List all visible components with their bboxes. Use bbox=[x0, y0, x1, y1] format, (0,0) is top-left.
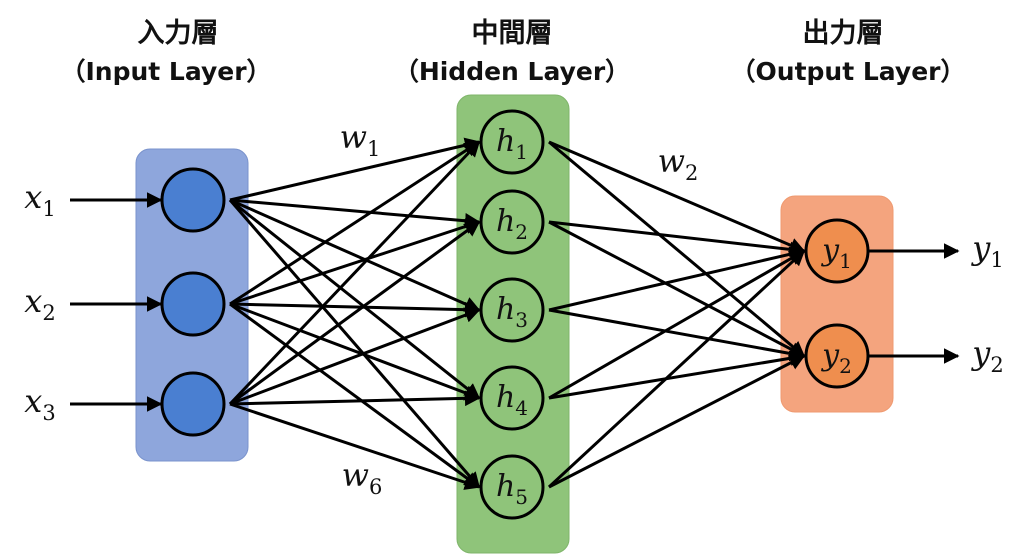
hidden-node-4 bbox=[479, 365, 545, 431]
edge-hidden1-to-output2 bbox=[548, 140, 806, 358]
edge-input3-to-hidden3 bbox=[229, 307, 481, 406]
edge-input3-to-hidden2 bbox=[229, 220, 481, 406]
edge-input2-to-hidden1 bbox=[229, 140, 481, 306]
input-label-3: x3 bbox=[24, 382, 55, 425]
hidden-node-1-label: h1 bbox=[496, 124, 528, 164]
hidden-node-1 bbox=[479, 109, 545, 175]
hidden-node-4-label: h4 bbox=[496, 380, 528, 420]
edge-input2-to-hidden4 bbox=[229, 302, 481, 401]
connections bbox=[228, 137, 806, 490]
edge-hidden3-to-output2 bbox=[548, 308, 806, 362]
hidden-node-2 bbox=[479, 189, 545, 255]
input-label-1: x1 bbox=[24, 178, 55, 221]
output-label-1: y1 bbox=[970, 229, 1003, 272]
hidden-node-2-label: h2 bbox=[496, 204, 528, 244]
hidden-layer-title-en: （Hidden Layer） bbox=[394, 57, 630, 86]
output-label-2: y2 bbox=[970, 334, 1003, 377]
edge-input1-to-hidden1 bbox=[229, 137, 481, 202]
hidden-node-5-label: h5 bbox=[496, 469, 528, 509]
input-node-2 bbox=[160, 271, 226, 337]
hidden-node-3 bbox=[479, 277, 545, 343]
output-node-1-label: y1 bbox=[820, 233, 852, 273]
edge-input1-to-hidden5 bbox=[228, 199, 481, 489]
edge-hidden1-to-output1 bbox=[548, 140, 806, 253]
output-node-2-label: y2 bbox=[820, 338, 852, 378]
io-labels: x1 x2 x3 y1 y2 bbox=[24, 178, 1003, 425]
edge-input1-to-hidden2 bbox=[229, 198, 481, 229]
edge-input3-to-hidden1 bbox=[228, 140, 481, 406]
weight-labels: w1 w6 w2 bbox=[340, 118, 699, 499]
output-layer-title-jp: 出力層 bbox=[803, 18, 884, 49]
edge-input2-to-hidden5 bbox=[229, 302, 481, 489]
edge-input3-to-hidden5 bbox=[229, 402, 481, 490]
hidden-layer-title: 中間層 （Hidden Layer） bbox=[394, 18, 630, 86]
input-layer-title-en: （Input Layer） bbox=[60, 57, 271, 86]
output-layer-title-en: （Output Layer） bbox=[731, 57, 966, 86]
edge-input3-to-hidden4 bbox=[229, 390, 481, 407]
edge-input2-to-hidden3 bbox=[229, 301, 481, 318]
edge-input1-to-hidden3 bbox=[229, 198, 481, 312]
edge-hidden3-to-output1 bbox=[548, 246, 806, 312]
edge-hidden5-to-output2 bbox=[548, 354, 806, 489]
weight-label-w2: w2 bbox=[658, 142, 699, 185]
hidden-layer-title-jp: 中間層 bbox=[472, 18, 553, 49]
weight-label-w6: w6 bbox=[342, 456, 383, 499]
edge-hidden2-to-output2 bbox=[548, 220, 806, 358]
hidden-node-5 bbox=[479, 454, 545, 520]
edge-hidden4-to-output1 bbox=[548, 249, 806, 400]
output-layer-title: 出力層 （Output Layer） bbox=[731, 18, 966, 86]
edge-hidden4-to-output2 bbox=[548, 350, 806, 400]
hidden-node-3-label: h3 bbox=[496, 292, 528, 332]
edge-input1-to-hidden4 bbox=[229, 198, 481, 400]
edge-hidden2-to-output1 bbox=[548, 220, 806, 258]
input-node-3 bbox=[160, 371, 226, 437]
input-layer-title-jp: 入力層 bbox=[138, 18, 219, 49]
nodes: h1 h2 h3 h4 h5 y1 y2 bbox=[160, 109, 870, 520]
edge-hidden5-to-output1 bbox=[547, 249, 806, 489]
input-node-1 bbox=[160, 167, 226, 233]
edge-input2-to-hidden2 bbox=[229, 218, 481, 306]
input-label-2: x2 bbox=[24, 282, 55, 325]
weight-label-w1: w1 bbox=[340, 118, 381, 161]
input-layer-title: 入力層 （Input Layer） bbox=[60, 18, 271, 86]
